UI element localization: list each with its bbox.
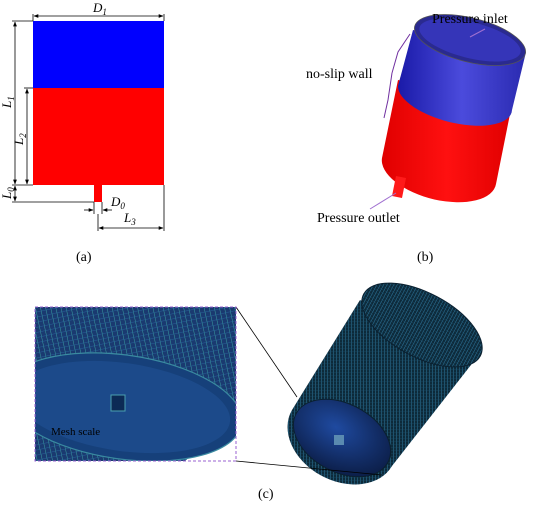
l0-label: L0 — [0, 187, 16, 200]
outlet-pipe — [94, 185, 102, 202]
caption-b: (b) — [417, 250, 434, 265]
wall-pointer-lower — [383, 72, 393, 119]
l2-label: L2 — [11, 133, 28, 146]
upper-blue-region — [33, 21, 164, 88]
pressure-inlet-label: Pressure inlet — [432, 12, 508, 27]
caption-a: (a) — [76, 250, 92, 265]
inset-view: Mesh scale — [35, 307, 236, 461]
zoom-line-top — [235, 306, 298, 398]
outlet-pointer — [369, 192, 397, 210]
mesh-outlet-hole — [334, 435, 344, 445]
inset-frame — [34, 306, 237, 462]
pressure-outlet-label: Pressure outlet — [317, 211, 400, 226]
d0-label: D0 — [110, 194, 125, 211]
d1-label: D1 — [92, 0, 107, 17]
zoom-line-bottom — [235, 460, 383, 476]
panel-c: Mesh scale (c) — [34, 282, 483, 502]
inlet-pointer — [469, 28, 486, 38]
wall-pointer-upper — [391, 33, 411, 74]
caption-c: (c) — [258, 487, 274, 502]
lower-red-region — [33, 88, 164, 185]
top-cap-inner — [419, 18, 521, 62]
mesh-top-cap — [361, 282, 483, 368]
panel-b: Pressure inlet no-slip wall Pressure out… — [306, 12, 526, 265]
l1-label: L1 — [0, 96, 16, 109]
l3-label: L3 — [123, 210, 136, 227]
mesh-scale-label: Mesh scale — [51, 426, 100, 438]
no-slip-wall-label: no-slip wall — [306, 67, 373, 82]
outlet-pipe-3d — [392, 176, 406, 198]
panel-a: D1 L1 L2 L0 D0 L3 (a) — [0, 0, 165, 265]
